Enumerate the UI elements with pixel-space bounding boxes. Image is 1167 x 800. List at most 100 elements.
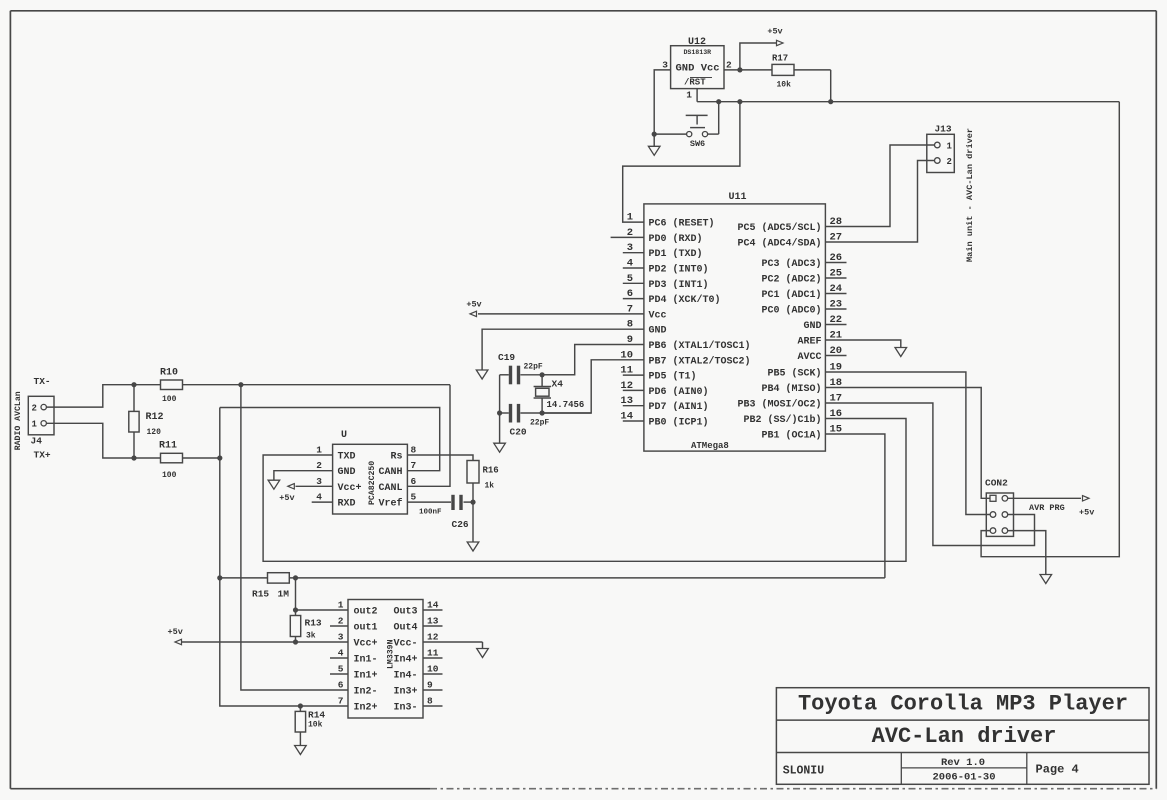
svg-text:TX-: TX- (34, 376, 51, 387)
svg-text:19: 19 (830, 362, 843, 374)
svg-text:3: 3 (627, 242, 633, 254)
svg-text:SLONIU: SLONIU (783, 765, 825, 778)
svg-text:18: 18 (830, 377, 843, 389)
svg-text:In4-: In4- (393, 671, 417, 682)
svg-text:26: 26 (830, 252, 843, 264)
svg-text:PB5 (SCK): PB5 (SCK) (767, 368, 821, 380)
svg-text:10k: 10k (308, 721, 323, 730)
svg-text:+5v: +5v (168, 627, 183, 637)
svg-text:1: 1 (338, 600, 344, 611)
svg-text:U11: U11 (728, 192, 746, 203)
svg-text:1: 1 (947, 142, 953, 152)
svg-text:CANH: CANH (378, 467, 402, 478)
svg-text:R12: R12 (146, 412, 164, 423)
svg-text:8: 8 (427, 696, 433, 707)
svg-text:Page 4: Page 4 (1036, 763, 1079, 777)
svg-text:21: 21 (830, 330, 843, 342)
svg-text:Vcc-: Vcc- (393, 639, 417, 650)
svg-text:17: 17 (830, 393, 843, 405)
svg-text:Out3: Out3 (393, 607, 417, 618)
svg-text:+5v: +5v (767, 27, 782, 37)
svg-text:In2-: In2- (354, 687, 378, 698)
svg-text:14.7456: 14.7456 (547, 400, 585, 410)
svg-text:2: 2 (338, 616, 344, 627)
svg-text:22pF: 22pF (530, 419, 549, 428)
svg-text:3: 3 (316, 476, 322, 487)
svg-text:AREF: AREF (797, 337, 821, 348)
svg-text:24: 24 (830, 283, 843, 295)
svg-text:16: 16 (830, 408, 843, 420)
svg-text:13: 13 (620, 395, 633, 407)
svg-text:ATMega8: ATMega8 (691, 441, 729, 451)
svg-text:PD3 (INT1): PD3 (INT1) (649, 279, 709, 291)
svg-text:J13: J13 (934, 124, 951, 135)
svg-text:15: 15 (830, 424, 843, 436)
svg-text:12: 12 (427, 632, 439, 643)
svg-text:22: 22 (830, 314, 843, 326)
svg-text:1: 1 (686, 90, 692, 101)
svg-text:27: 27 (830, 232, 843, 244)
svg-text:10: 10 (427, 664, 439, 675)
svg-text:PCA82C250: PCA82C250 (368, 461, 377, 505)
svg-text:10: 10 (620, 349, 633, 361)
svg-text:2: 2 (947, 157, 952, 167)
svg-text:TXD: TXD (338, 452, 356, 463)
svg-text:14: 14 (620, 411, 633, 423)
svg-text:PD0 (RXD): PD0 (RXD) (649, 233, 703, 245)
svg-text:R17: R17 (772, 54, 788, 64)
svg-text:7: 7 (411, 460, 417, 471)
svg-text:PC3 (ADC3): PC3 (ADC3) (761, 258, 821, 270)
svg-text:In4+: In4+ (393, 655, 417, 666)
svg-text:+5v: +5v (466, 300, 481, 310)
svg-text:PD7 (AIN1): PD7 (AIN1) (649, 401, 709, 413)
svg-text:9: 9 (427, 680, 433, 691)
svg-text:AVCC: AVCC (797, 352, 821, 363)
svg-text:out2: out2 (354, 607, 378, 618)
svg-text:GND: GND (649, 326, 667, 337)
svg-text:7: 7 (627, 303, 633, 315)
svg-text:6: 6 (338, 680, 344, 691)
svg-text:25: 25 (830, 268, 843, 280)
svg-text:2: 2 (32, 404, 37, 414)
svg-text:AVC-Lan driver: AVC-Lan driver (872, 724, 1057, 749)
svg-text:GND: GND (338, 467, 356, 478)
svg-text:2: 2 (627, 227, 633, 239)
svg-text:4: 4 (338, 648, 344, 659)
svg-text:8: 8 (411, 445, 417, 456)
svg-text:1: 1 (627, 212, 633, 224)
svg-text:RXD: RXD (338, 499, 356, 510)
svg-text:R10: R10 (160, 368, 178, 379)
svg-text:PB4 (MISO): PB4 (MISO) (761, 383, 821, 395)
svg-text:Toyota Corolla MP3 Player: Toyota Corolla MP3 Player (798, 692, 1128, 717)
svg-text:PB3 (MOSI/OC2): PB3 (MOSI/OC2) (737, 399, 821, 411)
svg-text:Vcc+: Vcc+ (354, 639, 378, 650)
svg-text:20: 20 (830, 345, 843, 357)
svg-text:Vcc: Vcc (649, 310, 667, 321)
svg-text:PC0 (ADC0): PC0 (ADC0) (761, 305, 821, 317)
svg-text:Vref: Vref (378, 498, 402, 510)
svg-text:Rev 1.0: Rev 1.0 (941, 757, 985, 769)
svg-text:6: 6 (411, 476, 417, 487)
svg-text:100nF: 100nF (419, 509, 442, 517)
svg-text:C19: C19 (498, 352, 515, 363)
svg-text:22pF: 22pF (524, 363, 543, 372)
svg-text:R16: R16 (483, 466, 499, 476)
svg-text:CANL: CANL (378, 483, 402, 494)
svg-text:13: 13 (427, 616, 439, 627)
svg-text:PC5 (ADC5/SCL): PC5 (ADC5/SCL) (737, 222, 821, 234)
svg-text:In3-: In3- (393, 703, 417, 714)
svg-text:120: 120 (147, 428, 162, 437)
svg-text:SW6: SW6 (690, 139, 705, 149)
svg-text:AVR PRG: AVR PRG (1029, 503, 1065, 513)
svg-text:5: 5 (411, 492, 417, 503)
svg-text:1k: 1k (485, 482, 495, 491)
svg-text:8: 8 (627, 319, 633, 331)
svg-text:C20: C20 (510, 427, 527, 438)
svg-text:GND: GND (803, 321, 821, 332)
svg-text:out1: out1 (354, 623, 378, 634)
svg-text:+5v: +5v (279, 493, 294, 503)
svg-text:PB0 (ICP1): PB0 (ICP1) (649, 417, 709, 429)
svg-text:14: 14 (427, 600, 439, 611)
svg-text:7: 7 (338, 696, 344, 707)
svg-text:2006-01-30: 2006-01-30 (932, 772, 995, 784)
